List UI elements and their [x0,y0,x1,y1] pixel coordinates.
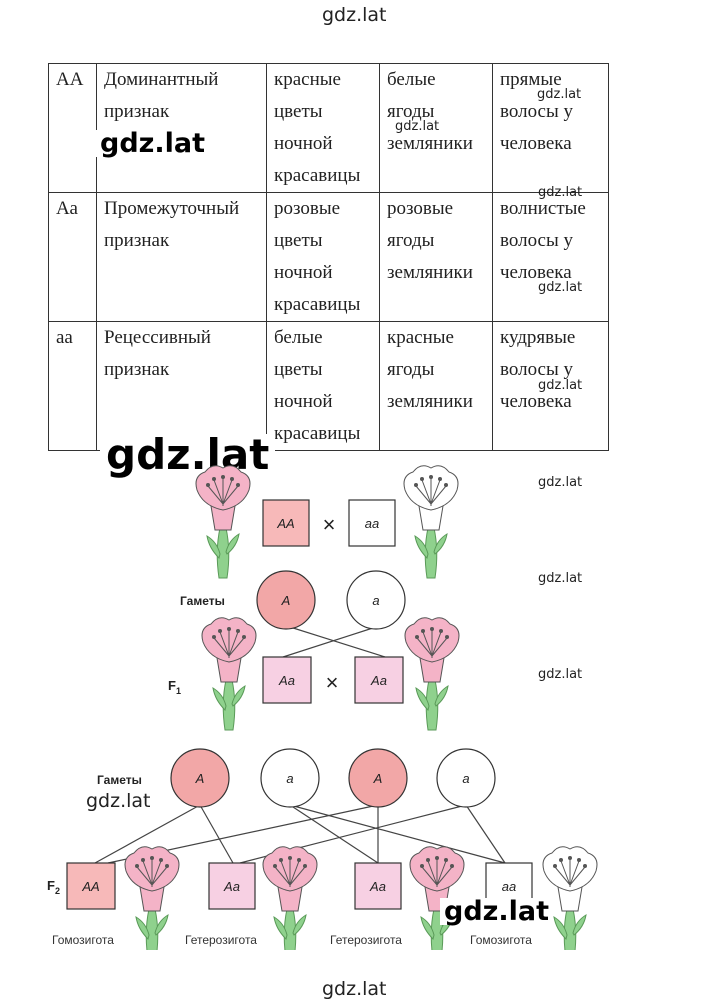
genotype-box-Aa [354,862,402,910]
watermark-bottom: gdz.lat [322,978,387,1000]
gametes-label: Гаметы [180,594,225,608]
cross-symbol: × [326,670,339,695]
gamete-A [170,748,230,808]
flower-icon [404,617,460,731]
gamete-label: a [372,593,379,608]
gametes-label: Гаметы [97,773,142,787]
genotype-label: aa [365,516,379,531]
gamete-A [256,570,316,630]
gamete-a [346,570,406,630]
flower-icon [124,846,180,950]
genotype-box-AA [66,862,116,910]
flower-icon [201,617,257,731]
gamete-label: A [373,771,383,786]
gamete-a [436,748,496,808]
watermark-small: gdz.lat [537,87,582,102]
watermark-small: gdz.lat [395,119,440,134]
watermark-small: gdz.lat [538,378,583,393]
cross-line [282,626,377,658]
mendel-cross-diagram: AA × aa Гаметы A a F1 Aa × Aa Гаметы A a… [47,465,598,950]
f2-caption: Гетерозигота [330,933,402,947]
genotype-box-Aa [354,656,404,704]
f2-label: F2 [47,878,60,896]
watermark-table-large: gdz.lat [96,130,210,157]
genotype-label: Aa [278,673,295,688]
gamete-label: A [281,593,291,608]
watermark-small: gdz.lat [538,667,583,682]
watermark-small: gdz.lat [538,185,583,200]
cross-symbol: × [323,512,336,537]
genotype-cell: АА [48,63,97,193]
flower-icon [262,846,318,950]
genotype-label: aa [502,879,516,894]
gamete-label: a [286,771,293,786]
watermark-small: gdz.lat [538,280,583,295]
f2-caption: Гомозигота [470,933,532,947]
genotype-cell: аа [48,321,97,451]
watermark-medium: gdz.lat [86,790,151,812]
genotype-label: AA [276,516,294,531]
genotype-box-Aa [262,656,312,704]
watermark-small: gdz.lat [538,571,583,586]
genotype-label: Aa [223,879,240,894]
watermark-table-huge: gdz.lat [100,434,276,476]
gamete-label: a [462,771,469,786]
watermark-large: gdz.lat [440,898,554,925]
genotype-box-aa [348,499,396,547]
genotype-box-AA [262,499,310,547]
f2-caption: Гетерозигота [185,933,257,947]
genotype-label: Aa [369,879,386,894]
f2-connector-lines [94,804,506,864]
watermark-small: gdz.lat [538,475,583,490]
f2-caption: Гомозигота [52,933,114,947]
f1-label: F1 [168,678,181,696]
gamete-label: A [195,771,205,786]
gamete-A [348,748,408,808]
flower-icon [403,465,459,579]
watermark-top: gdz.lat [322,4,387,26]
genotype-box-Aa [208,862,256,910]
cross-line [289,626,386,658]
flower-icon [195,465,251,579]
genotype-label: AA [81,879,99,894]
gamete-a [260,748,320,808]
genotype-label: Aa [370,673,387,688]
genotype-cell: Аа [48,192,97,322]
